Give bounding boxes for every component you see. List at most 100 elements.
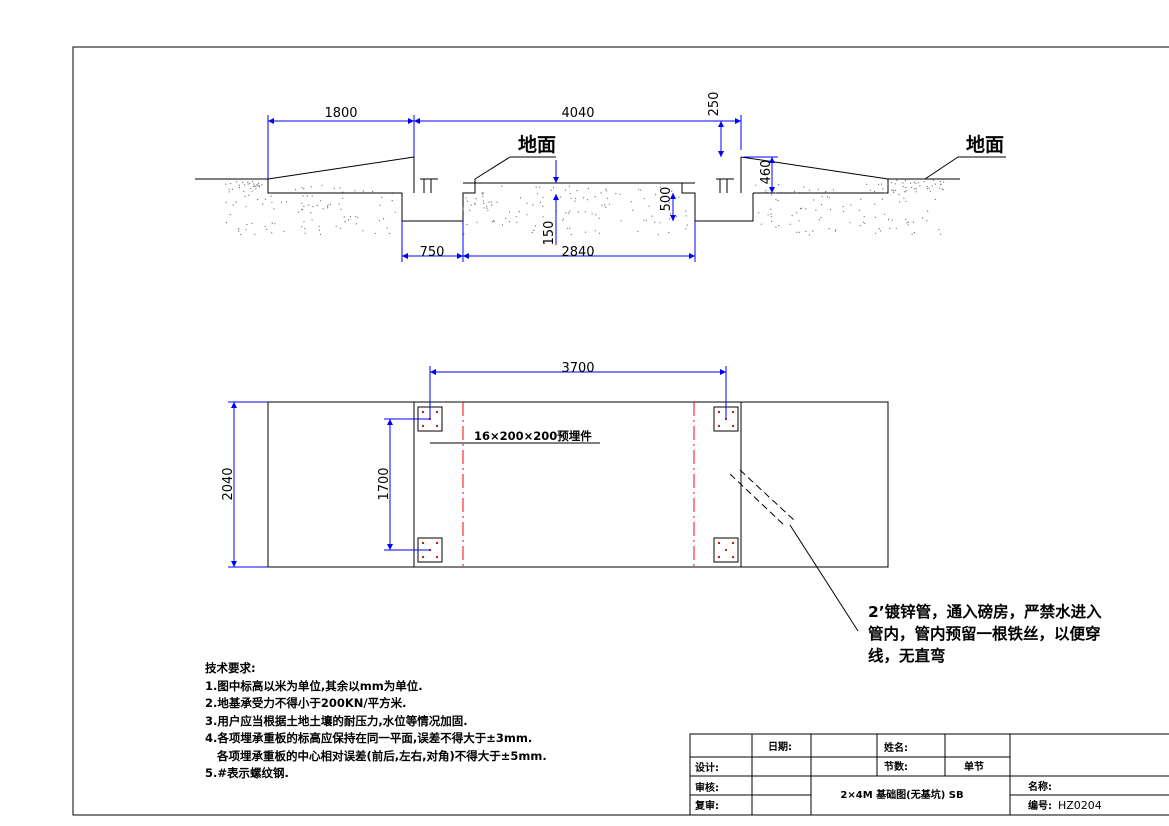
soil-dot	[796, 192, 798, 194]
soil-dot	[568, 185, 571, 187]
soil-dot	[463, 233, 465, 235]
soil-dot	[466, 223, 468, 226]
soil-dot	[813, 199, 815, 201]
soil-dot	[778, 184, 780, 186]
soil-dot	[238, 184, 240, 186]
soil-dot	[374, 232, 376, 234]
soil-dot	[594, 196, 596, 198]
soil-dot	[685, 210, 687, 212]
soil-dot	[535, 186, 537, 188]
soil-dot	[598, 232, 601, 234]
tb-section-value: 单节	[964, 760, 984, 773]
soil-dot	[569, 210, 571, 212]
ground-label-right: 地面	[966, 133, 1004, 156]
soil-dot	[379, 204, 381, 206]
dim-500: 500	[659, 187, 674, 212]
soil-dot	[515, 216, 517, 218]
soil-dot	[939, 183, 942, 185]
soil-dot	[601, 204, 603, 206]
soil-dot	[926, 220, 928, 222]
soil-dot	[254, 233, 256, 235]
soil-dot	[247, 181, 249, 183]
soil-dot	[685, 215, 687, 217]
soil-dot	[640, 189, 642, 191]
soil-dot	[526, 214, 528, 216]
soil-dot	[238, 230, 240, 232]
dim-150: 150	[542, 221, 557, 246]
soil-dot	[308, 204, 310, 206]
soil-dot	[253, 185, 256, 187]
soil-dot	[481, 192, 483, 194]
soil-dot	[252, 181, 254, 183]
soil-dot	[230, 183, 232, 185]
soil-dot	[887, 184, 889, 186]
pipe-leader	[789, 524, 859, 632]
soil-dot	[926, 185, 928, 188]
soil-dot	[760, 223, 762, 225]
soil-dot	[791, 215, 793, 217]
soil-dot	[240, 233, 242, 236]
soil-dot	[303, 221, 305, 223]
soil-dot	[335, 225, 337, 227]
soil-dot	[808, 189, 810, 191]
soil-dot	[915, 182, 917, 185]
soil-dot	[232, 204, 234, 206]
soil-dot	[778, 225, 780, 227]
soil-dot	[508, 211, 510, 213]
soil-dot	[274, 223, 276, 225]
soil-dot	[630, 201, 632, 203]
soil-dot	[559, 196, 561, 198]
tb-review-label: 审核:	[695, 781, 719, 794]
soil-dot	[912, 221, 915, 223]
soil-dot	[270, 195, 272, 197]
soil-dot	[874, 203, 876, 205]
soil-dot	[896, 179, 898, 181]
soil-dot	[904, 180, 907, 182]
plate-bolt-mark	[731, 541, 735, 545]
soil-dot	[598, 217, 600, 219]
soil-dot	[817, 188, 819, 190]
soil-dot	[482, 193, 484, 195]
soil-dot	[394, 211, 396, 213]
soil-dot	[889, 227, 891, 230]
soil-dot	[561, 219, 564, 221]
soil-dot	[306, 195, 308, 197]
pipe-line-1	[729, 473, 786, 527]
soil-dot	[805, 230, 807, 232]
soil-dot	[569, 227, 571, 229]
soil-dot	[657, 234, 659, 236]
soil-dot	[304, 232, 306, 234]
plate-bolt-mark	[724, 548, 728, 552]
soil-dot	[490, 201, 492, 203]
tech-item-3: 3.用户应当根据土地土壤的耐压力,水位等情况加固.	[205, 713, 468, 728]
soil-dot	[501, 185, 503, 187]
soil-dot	[881, 198, 884, 200]
tb-date-label: 日期:	[768, 740, 792, 753]
soil-dot	[257, 198, 259, 201]
soil-dot	[643, 219, 645, 221]
soil-dot	[301, 187, 303, 189]
soil-dot	[271, 201, 273, 203]
soil-dot	[820, 217, 822, 219]
soil-dot	[340, 208, 342, 210]
soil-dot	[333, 187, 335, 189]
soil-dot	[765, 189, 767, 191]
soil-dot	[902, 182, 904, 184]
soil-dot	[821, 196, 823, 198]
soil-dot	[496, 201, 498, 203]
soil-dot	[798, 220, 800, 222]
soil-dot	[519, 197, 522, 199]
soil-dot	[378, 220, 380, 222]
soil-dot	[771, 220, 773, 222]
soil-dot	[505, 217, 507, 219]
soil-dot	[312, 206, 314, 208]
soil-dot	[340, 227, 342, 229]
soil-dot	[780, 191, 783, 194]
plate-bolt-mark	[435, 410, 439, 414]
soil-dot	[539, 186, 541, 188]
soil-dot	[902, 185, 904, 188]
soil-dot	[310, 186, 313, 188]
soil-dot	[243, 190, 245, 192]
soil-dot	[918, 182, 920, 184]
soil-dot	[354, 190, 356, 192]
